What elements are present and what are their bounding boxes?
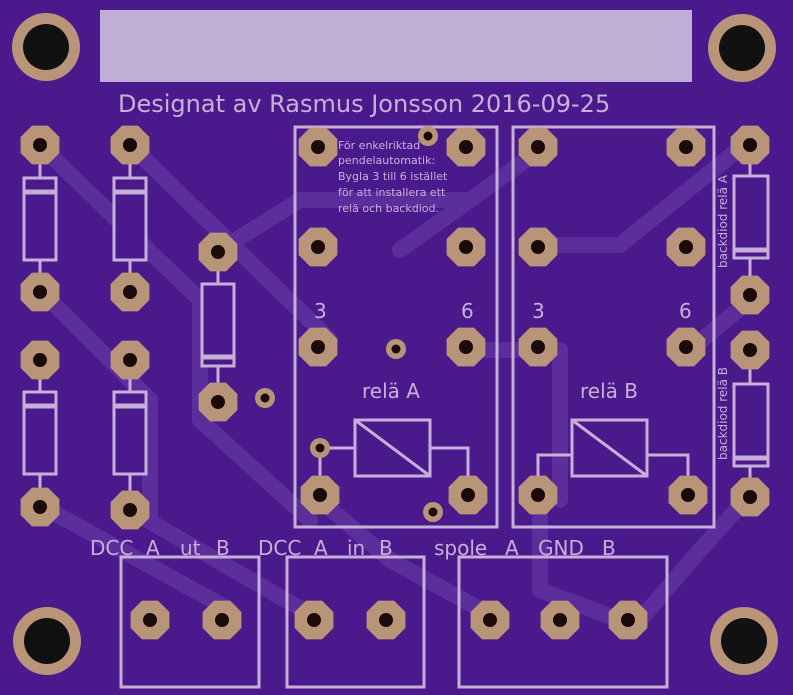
backdiod-b-label: backdiod relä B	[716, 367, 730, 460]
pad	[130, 600, 170, 640]
dcc-in-label-1: A	[314, 536, 328, 560]
pad	[446, 127, 486, 167]
vias	[255, 126, 443, 522]
bridge-note: För enkelriktad pendelautomatik: Bygla 3…	[338, 139, 448, 215]
pad	[110, 340, 150, 380]
pad	[366, 600, 406, 640]
pad	[110, 490, 150, 530]
pad	[666, 227, 706, 267]
diodes-left	[22, 145, 236, 510]
svg-text:relä och backdiod.: relä och backdiod.	[338, 202, 439, 215]
connector-dcc-in-outline	[285, 555, 426, 689]
via	[310, 438, 330, 458]
spole-label-1: A	[505, 536, 519, 560]
pad	[470, 600, 510, 640]
pad	[20, 125, 60, 165]
via	[255, 388, 275, 408]
dcc-out-label-0: DCC	[90, 536, 133, 560]
pad	[730, 477, 770, 517]
mounting-hole-br	[710, 607, 778, 675]
pad	[518, 127, 558, 167]
dcc-out-label-3: B	[216, 536, 230, 560]
mounting-holes	[12, 13, 778, 675]
svg-text:Bygla 3 till 6 istället: Bygla 3 till 6 istället	[338, 170, 448, 183]
mounting-hole-bl	[13, 607, 81, 675]
pad	[110, 272, 150, 312]
spole-label-0: spole	[434, 536, 487, 560]
dcc-in-label-0: DCC	[258, 536, 301, 560]
dcc-in-label-2: in	[347, 536, 365, 560]
mounting-hole-tr	[708, 14, 776, 82]
connector-labels: DCC A ut B DCC A in B spole A GND B	[90, 536, 616, 560]
pad	[202, 600, 242, 640]
relay-b-pin-6: 6	[679, 299, 692, 323]
diodes-right	[732, 145, 770, 500]
label-area	[100, 10, 692, 82]
pad	[298, 327, 338, 367]
spole-label-3: B	[602, 536, 616, 560]
dcc-out-label-2: ut	[180, 536, 201, 560]
pad	[198, 382, 238, 422]
mounting-hole-tl	[12, 13, 80, 81]
pad	[300, 475, 340, 515]
connector-dcc-out-outline	[119, 555, 261, 689]
pad	[298, 227, 338, 267]
pad	[730, 275, 770, 315]
svg-text:pendelautomatik:: pendelautomatik:	[338, 154, 435, 167]
pad	[298, 127, 338, 167]
dcc-in-label-3: B	[379, 536, 393, 560]
pad	[198, 232, 238, 272]
backdiod-a-label: backdiod relä A	[716, 174, 730, 268]
pad	[518, 227, 558, 267]
pad	[666, 327, 706, 367]
pad	[540, 600, 580, 640]
relay-a-outline	[293, 125, 499, 529]
spole-label-2: GND	[538, 536, 584, 560]
relay-a-label: relä A	[362, 379, 420, 403]
board-title: Designat av Rasmus Jonsson 2016-09-25	[118, 90, 610, 118]
via	[386, 339, 406, 359]
svg-text:För enkelriktad: För enkelriktad	[338, 139, 420, 152]
pad	[668, 475, 708, 515]
relay-a-pin-6: 6	[461, 299, 474, 323]
pad	[666, 127, 706, 167]
pad	[294, 600, 334, 640]
pad	[20, 487, 60, 527]
relay-b-outline	[511, 125, 716, 529]
pad	[730, 125, 770, 165]
dcc-out-label-1: A	[146, 536, 160, 560]
relay-b-pin-3: 3	[532, 299, 545, 323]
pad	[730, 330, 770, 370]
pad	[20, 340, 60, 380]
pad	[608, 600, 648, 640]
via	[418, 126, 438, 146]
pad	[20, 272, 60, 312]
pad	[448, 475, 488, 515]
via	[423, 502, 443, 522]
pad	[518, 475, 558, 515]
connector-spole-outline	[457, 555, 669, 689]
pad	[446, 227, 486, 267]
pad	[446, 327, 486, 367]
pad	[518, 327, 558, 367]
svg-text:för att installera ett: för att installera ett	[338, 186, 446, 199]
relay-b-label: relä B	[580, 379, 638, 403]
pads	[20, 125, 770, 640]
pad	[110, 125, 150, 165]
relay-a-pin-3: 3	[314, 299, 327, 323]
